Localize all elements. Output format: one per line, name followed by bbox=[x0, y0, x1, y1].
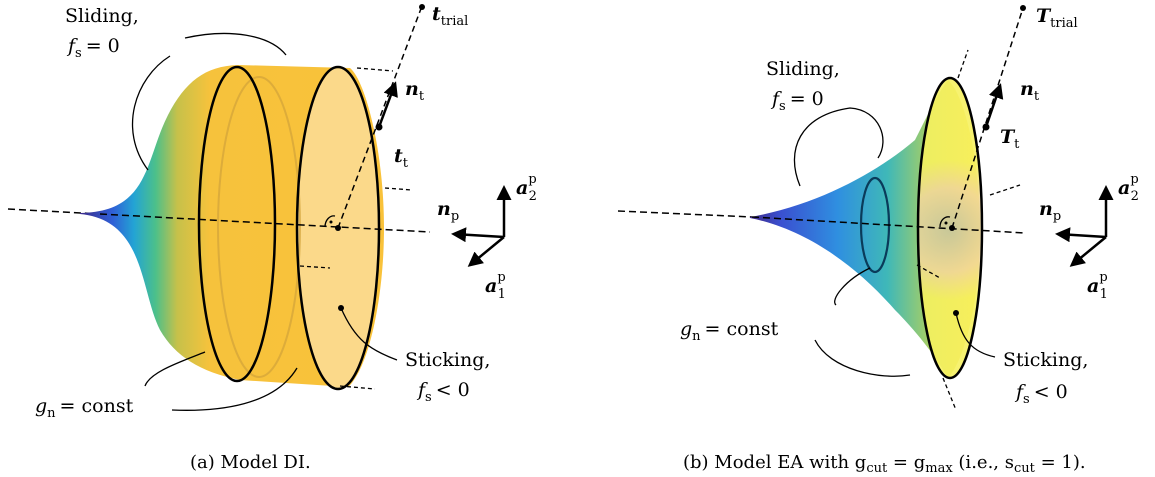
gn-leader-b1 bbox=[834, 267, 871, 306]
center-point-b bbox=[949, 225, 955, 231]
tick-top bbox=[356, 67, 394, 72]
sticking-leader-a bbox=[340, 307, 398, 361]
n-p-label-b: np bbox=[1039, 198, 1061, 224]
ellipse-mid-a bbox=[197, 65, 277, 383]
axis-dashed-right-b bbox=[751, 216, 1026, 234]
sliding-leader-b bbox=[793, 107, 884, 187]
right-angle-mark-a bbox=[324, 215, 336, 228]
axis-dashed-right bbox=[99, 213, 431, 233]
n-t-arrow-a bbox=[377, 81, 398, 128]
gn-leader-a1 bbox=[144, 351, 206, 387]
trial-line-b bbox=[951, 7, 1024, 229]
a1-arrow-a bbox=[467, 236, 505, 267]
caption-b: (b) Model EA with gcut = gmax (i.e., scu… bbox=[683, 452, 1086, 476]
n-p-arrow-b bbox=[1055, 227, 1107, 243]
inner-ellipse-faint-a bbox=[217, 76, 301, 378]
axis-dashed-left-b bbox=[617, 210, 753, 218]
sticking-cond-b: fs< 0 bbox=[1014, 381, 1068, 407]
n-p-arrow-a bbox=[451, 227, 505, 243]
t-t-label: tt bbox=[394, 145, 409, 171]
tick-mid-right bbox=[384, 187, 413, 191]
n-t-label-a: nt bbox=[405, 78, 425, 104]
gn-leader-a2 bbox=[171, 367, 298, 411]
sliding-leader-a bbox=[131, 55, 171, 171]
n-p-label-a: np bbox=[437, 198, 459, 224]
panel-a: Sliding, fs= 0 Sticking, fs< 0 gn= const… bbox=[7, 3, 537, 473]
sliding-label-b: Sliding, bbox=[766, 58, 840, 80]
t-trial-point bbox=[419, 4, 425, 10]
sticking-label-b: Sticking, bbox=[1003, 349, 1088, 371]
ellipse-front-a bbox=[295, 65, 381, 391]
a1-arrow-b bbox=[1069, 236, 1107, 267]
gn-leader-b2 bbox=[814, 339, 911, 377]
T-t-label: Tt bbox=[1000, 126, 1020, 152]
t-t-point bbox=[375, 123, 383, 131]
gn-label-a: gn= const bbox=[35, 395, 134, 421]
sticking-leader-b bbox=[955, 312, 996, 358]
sliding-cond-b: fs= 0 bbox=[770, 88, 824, 114]
gn-label-b: gn= const bbox=[680, 318, 779, 344]
T-t-point bbox=[982, 123, 990, 131]
ellipse-front-b bbox=[916, 76, 984, 380]
panel-b: Sliding, fs= 0 Sticking, fs< 0 gn= const… bbox=[617, 5, 1139, 476]
n-t-label-b: nt bbox=[1020, 78, 1040, 104]
T-trial-label: Ttrial bbox=[1036, 5, 1078, 31]
sticking-label-a: Sticking, bbox=[405, 349, 490, 371]
n-t-arrow-b bbox=[984, 83, 1004, 128]
axis-dashed-left bbox=[7, 208, 101, 215]
sliding-cond-a: fs= 0 bbox=[66, 35, 120, 61]
tick-bottom bbox=[339, 385, 376, 390]
caption-a: (a) Model DI. bbox=[190, 452, 311, 473]
sliding-label-a: Sliding, bbox=[65, 5, 139, 27]
T-trial-point bbox=[1020, 5, 1026, 11]
sticking-cond-a: fs< 0 bbox=[416, 379, 470, 405]
center-point-a bbox=[335, 225, 341, 231]
t-trial-label: ttrial bbox=[432, 3, 468, 29]
tick-mid-left bbox=[299, 265, 331, 269]
